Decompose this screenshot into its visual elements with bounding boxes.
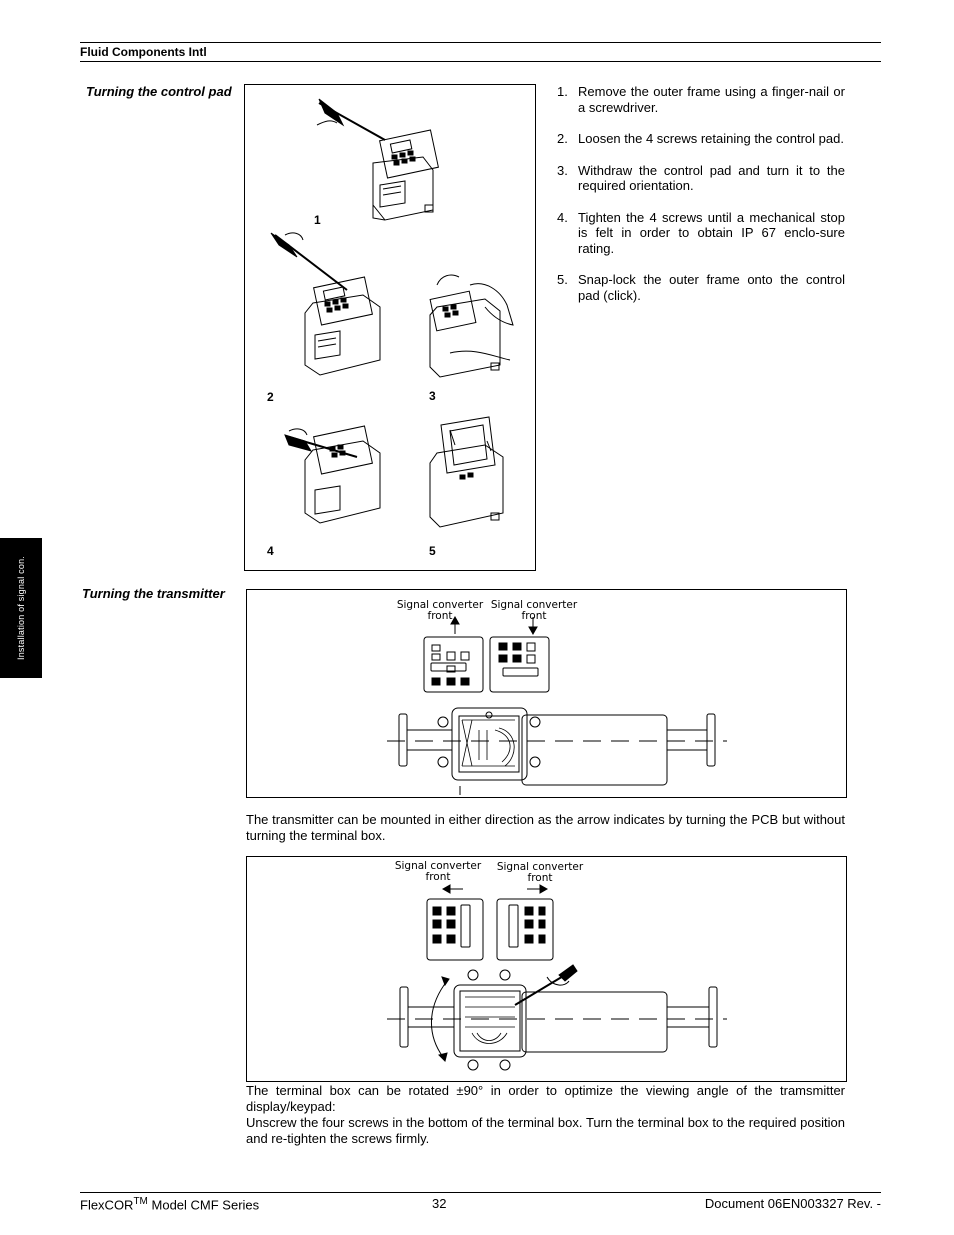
footer-product: FlexCORTM Model CMF Series <box>80 1196 259 1212</box>
footer-model: Model CMF Series <box>147 1197 260 1213</box>
header-bottom-rule <box>80 61 881 62</box>
footer-product-name: FlexCOR <box>80 1197 134 1213</box>
control-pad-illustration <box>270 98 514 528</box>
diagram1-caption-left: Signal converter front <box>396 599 484 622</box>
step-item: 1.Remove the outer frame using a finger-… <box>557 84 845 115</box>
diagram1-caption-right: Signal converter front <box>490 599 578 622</box>
unit-illustration-4 <box>284 425 381 524</box>
step-item: 5.Snap-lock the outer frame onto the con… <box>557 272 845 303</box>
footer-page-number: 32 <box>432 1196 447 1211</box>
transmitter-diagram-2: Signal converter front Signal converter … <box>246 856 847 1082</box>
side-tab: Installation of signal con. <box>0 538 42 678</box>
footer-document: Document 06EN003327 Rev. - <box>704 1196 881 1211</box>
unit-illustration-3 <box>429 274 514 378</box>
figure-number-1: 1 <box>314 213 321 227</box>
transmitter-illustration-1 <box>387 615 727 795</box>
transmitter-diagram-1: Signal converter front Signal converter … <box>246 589 847 798</box>
header-top-rule <box>80 42 881 43</box>
unit-illustration-5 <box>429 416 504 528</box>
unit-illustration-1 <box>316 98 439 221</box>
figure-number-3: 3 <box>429 389 436 403</box>
transmitter-paragraph-2b: Unscrew the four screws in the bottom of… <box>246 1115 845 1146</box>
side-tab-label: Installation of signal con. <box>16 556 26 660</box>
figure-number-4: 4 <box>267 544 274 558</box>
section-label-transmitter: Turning the transmitter <box>82 586 225 601</box>
transmitter-paragraph-2a: The terminal box can be rotated ±90° in … <box>246 1083 845 1114</box>
diagram2-caption-right: Signal converter front <box>496 861 584 884</box>
transmitter-illustration-2 <box>387 884 727 1071</box>
diagram2-caption-left: Signal converter front <box>394 860 482 883</box>
control-pad-figure: 1 2 3 4 5 <box>244 84 536 571</box>
footer-trademark: TM <box>133 1196 148 1207</box>
step-item: 3.Withdraw the control pad and turn it t… <box>557 162 845 194</box>
control-pad-steps: 1.Remove the outer frame using a finger-… <box>557 84 845 319</box>
figure-number-2: 2 <box>267 390 274 404</box>
footer-rule <box>80 1192 881 1193</box>
transmitter-paragraph-1: The transmitter can be mounted in either… <box>246 812 845 843</box>
step-item: 4.Tighten the 4 screws until a mechanica… <box>557 209 845 256</box>
unit-illustration-2 <box>270 232 381 376</box>
figure-number-5: 5 <box>429 544 436 558</box>
header-company: Fluid Components Intl <box>80 45 207 59</box>
section-label-control-pad: Turning the control pad <box>86 84 232 99</box>
step-item: 2.Loosen the 4 screws retaining the cont… <box>557 131 844 146</box>
